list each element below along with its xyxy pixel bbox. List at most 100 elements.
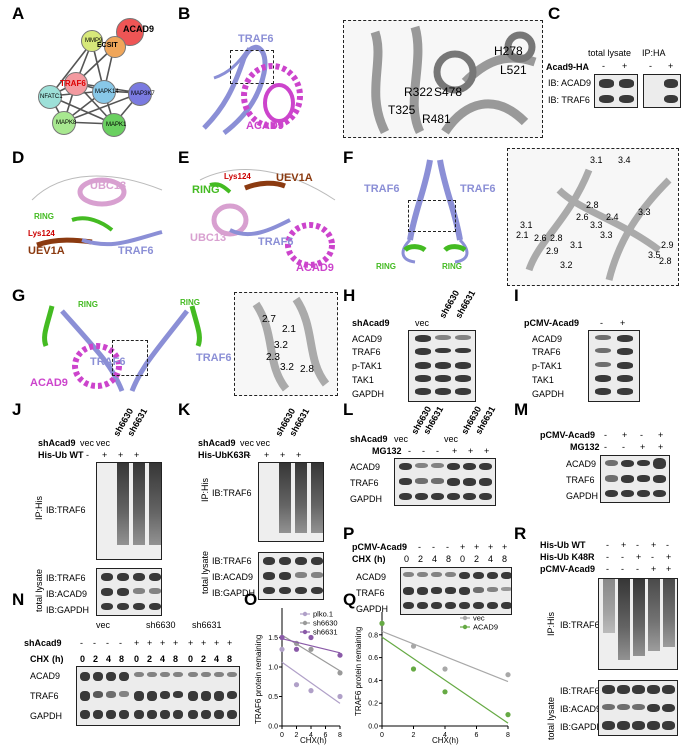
- sign-N-0: -: [80, 638, 83, 648]
- label-ubc13-D: UBC13: [90, 180, 127, 192]
- sign-R-1-4: +: [666, 552, 672, 562]
- label-traf6-B: TRAF6: [238, 33, 274, 45]
- time-N-1: 2: [93, 654, 99, 664]
- panel-label-Q: Q: [343, 590, 357, 609]
- dist-F-14: 2.9: [661, 240, 674, 250]
- row-N-0: ACAD9: [30, 671, 61, 681]
- data-point-1-1: [410, 666, 417, 672]
- ip-label-K: IP:His: [200, 477, 210, 502]
- lysate-label-J: total lysate: [34, 568, 44, 612]
- y-tick-label: 0.2: [368, 701, 378, 708]
- sign-L-5: +: [484, 446, 490, 456]
- sign-L-2: -: [436, 446, 439, 456]
- row-C-traf6: IB: TRAF6: [548, 95, 590, 105]
- sign-I-0: -: [600, 318, 603, 328]
- panel-label-R: R: [514, 524, 527, 543]
- residue-H278: H278: [494, 44, 523, 58]
- lysate-label-K: total lysate: [200, 550, 210, 594]
- panel-label-I: I: [514, 286, 519, 305]
- dist-F-1: 3.4: [618, 155, 631, 165]
- sign-R-1-0: -: [606, 552, 609, 562]
- sign-N-6: +: [160, 638, 166, 648]
- ip-label-J: IP:His: [34, 495, 44, 520]
- sign-R-2-3: +: [651, 564, 657, 574]
- panel-label-A: A: [12, 4, 25, 23]
- dist-G-1: 2.1: [282, 324, 296, 335]
- row-J-0: IB:TRAF6: [46, 573, 86, 583]
- row-C-acad9: IB: ACAD9: [548, 78, 592, 88]
- time-P-4: 0: [460, 554, 466, 564]
- time-N-10: 4: [214, 654, 220, 664]
- blot-C-lysate: [594, 74, 638, 108]
- panel-label-N: N: [12, 590, 25, 609]
- data-point-2-1: [293, 646, 300, 652]
- data-point-2-0: [279, 634, 285, 641]
- blot-N: [76, 666, 240, 726]
- residue-R322: R322: [404, 85, 433, 99]
- row-R-2: IB:GAPDH: [560, 722, 604, 732]
- row-L-0: ACAD9: [350, 462, 381, 472]
- label-ring-F-right: RING: [442, 262, 462, 271]
- group-N-2: sh6631: [192, 620, 222, 630]
- lane-H-0: vec: [415, 318, 430, 328]
- x-tick-label: 2: [412, 732, 416, 739]
- data-point-1-3: [505, 712, 511, 718]
- node-label-acad9: ACAD9: [123, 24, 155, 34]
- dist-F-17: 3.1: [570, 240, 583, 250]
- node-label-map3k7: MAP3K7: [131, 91, 155, 97]
- dist-F-9: 2.6: [534, 233, 547, 243]
- dist-F-6: 3.3: [590, 220, 603, 230]
- lane-L-0: vec: [394, 434, 409, 444]
- sign-N-4: +: [134, 638, 140, 648]
- ip-row-J: IB:TRAF6: [46, 505, 86, 515]
- row-P-1: TRAF6: [356, 588, 385, 598]
- inset-structure-G: [252, 296, 330, 392]
- sign-J-3: +: [134, 450, 140, 460]
- legend-marker-0: [462, 615, 468, 621]
- label-ubc13-E: UBC13: [190, 232, 227, 244]
- row-K-1: IB:ACAD9: [212, 572, 254, 582]
- label-traf6-F-right: TRAF6: [460, 183, 496, 195]
- row-N-2: GAPDH: [30, 711, 63, 721]
- time-P-2: 4: [432, 554, 438, 564]
- sign2-M-0: -: [604, 442, 607, 452]
- sign-N-2: -: [106, 638, 109, 648]
- blot-M: [600, 455, 670, 503]
- header-R-1: His-Ub K48R: [540, 552, 595, 562]
- row-N-1: TRAF6: [30, 691, 59, 701]
- blot-R-ip: [598, 578, 678, 670]
- structure-E: [199, 169, 336, 268]
- sign-N-5: +: [147, 638, 153, 648]
- time-N-6: 4: [160, 654, 166, 664]
- dist-F-11: 2.9: [546, 246, 559, 256]
- sign1-M-0: -: [604, 430, 607, 440]
- label-traf6-E: TRAF6: [258, 236, 294, 248]
- node-label-nfatc1: NFATC1: [40, 94, 63, 100]
- time-N-3: 8: [119, 654, 125, 664]
- blot-P: [400, 567, 512, 615]
- sign-N-8: +: [188, 638, 194, 648]
- lysate-label-R: total lysate: [546, 696, 556, 740]
- legend-marker-1: [302, 620, 308, 626]
- data-point-1-3: [337, 670, 343, 676]
- lane-K-0: vec: [240, 438, 255, 448]
- label-ring-F-left: RING: [376, 262, 396, 271]
- sign-C-3: +: [668, 61, 674, 71]
- dist-F-4: 2.6: [576, 212, 589, 222]
- blot-L: [394, 458, 496, 506]
- dist-G-5: 2.8: [300, 364, 314, 375]
- sign-R-0-3: +: [651, 540, 657, 550]
- panel-label-M: M: [514, 400, 529, 419]
- group-N-0: vec: [96, 620, 111, 630]
- header2-L: MG132: [372, 446, 402, 456]
- dist-G-0: 2.7: [262, 314, 276, 325]
- structure-D: [31, 175, 163, 248]
- node-map3k7: [128, 82, 152, 106]
- row-H-2: p-TAK1: [352, 361, 382, 371]
- header2-K: His-UbK63R: [198, 450, 251, 460]
- data-point-0-3: [505, 672, 511, 678]
- dist-F-12: 3.3: [600, 230, 613, 240]
- time-P-6: 4: [488, 554, 494, 564]
- residue-T325: T325: [388, 103, 416, 117]
- panel-label-H: H: [343, 286, 356, 305]
